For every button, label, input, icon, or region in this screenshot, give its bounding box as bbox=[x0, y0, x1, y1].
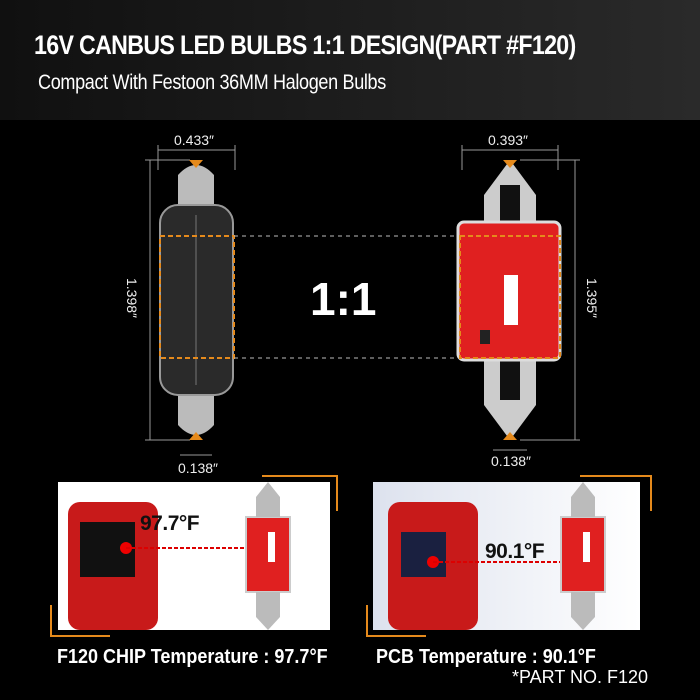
temperature-reading: 90.1°F bbox=[485, 540, 545, 563]
page-title: 16V CANBUS LED BULBS 1:1 DESIGN(PART #F1… bbox=[34, 30, 576, 60]
led-width-label: 0.393″ bbox=[488, 132, 528, 148]
part-number: *PART NO. F120 bbox=[512, 667, 649, 687]
pcb-temperature-caption: PCB Temperature : 90.1°F bbox=[376, 646, 596, 668]
corner-accent bbox=[262, 475, 338, 511]
pcb-temperature-photo: 90.1°F bbox=[373, 482, 640, 630]
halogen-length-label: 1.398″ bbox=[124, 278, 140, 318]
led-bulb bbox=[456, 160, 562, 440]
halogen-cap-label: 0.138″ bbox=[178, 460, 218, 476]
ratio-label: 1:1 bbox=[310, 273, 377, 325]
corner-accent bbox=[50, 605, 110, 637]
corner-accent bbox=[580, 475, 652, 511]
page-subtitle: Compact With Festoon 36MM Halogen Bulbs bbox=[38, 71, 386, 94]
header-banner bbox=[0, 0, 700, 120]
halogen-width-label: 0.433″ bbox=[174, 132, 214, 148]
chip-temperature-photo: 97.7°F bbox=[58, 482, 330, 630]
temperature-reading: 97.7°F bbox=[140, 512, 200, 535]
led-cap-label: 0.138″ bbox=[491, 453, 531, 469]
corner-accent bbox=[366, 605, 426, 637]
halogen-bulb bbox=[159, 160, 235, 440]
chip-temperature-caption: F120 CHIP Temperature : 97.7°F bbox=[57, 646, 328, 668]
led-length-label: 1.395″ bbox=[584, 278, 600, 318]
